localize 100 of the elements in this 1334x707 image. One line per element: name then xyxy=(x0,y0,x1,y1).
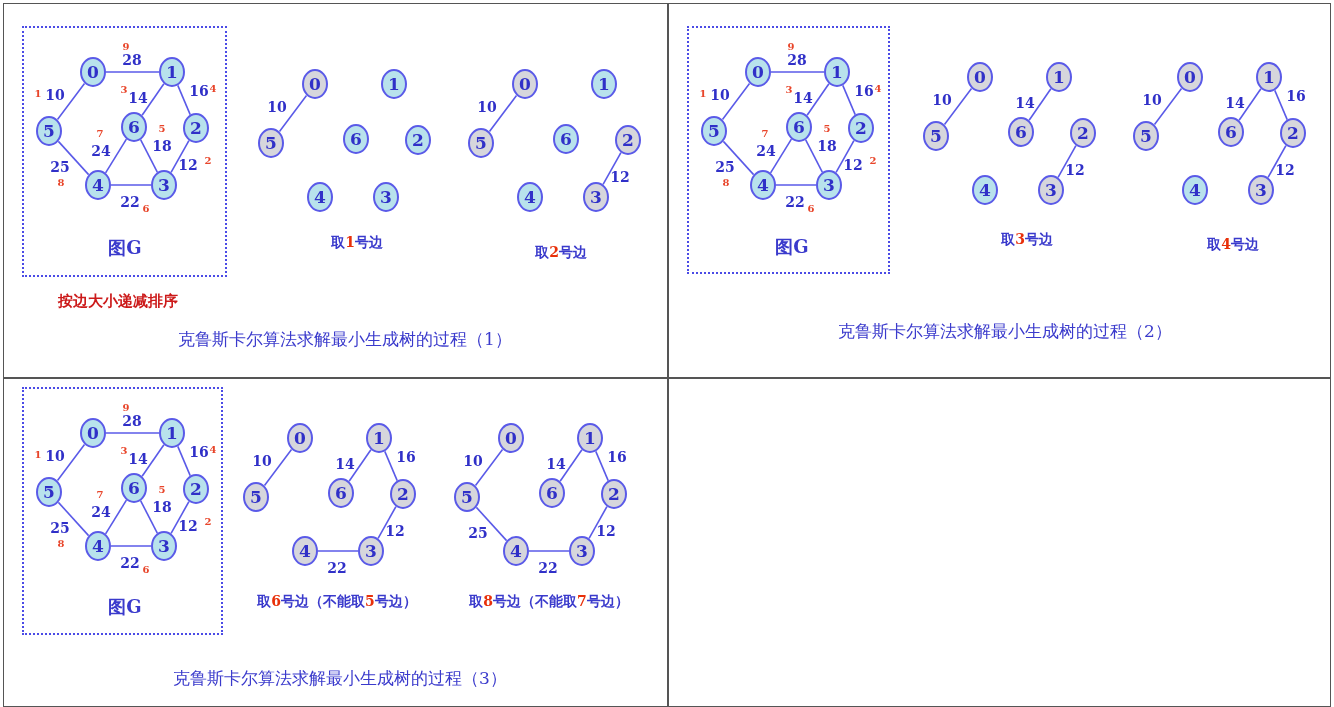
order-number: 5 xyxy=(823,124,831,134)
graph-frame xyxy=(22,26,227,277)
edge-weight: 16 xyxy=(854,84,874,98)
edge-line xyxy=(769,138,793,174)
order-number: 3 xyxy=(785,85,793,95)
order-number: 5 xyxy=(158,124,166,134)
vertex-circle: 6 xyxy=(1218,117,1244,147)
edge-weight: 10 xyxy=(710,88,730,102)
edge-weight: 25 xyxy=(50,160,70,174)
edge-line xyxy=(943,87,973,126)
vertex-circle: 4 xyxy=(307,182,333,212)
edge-weight: 14 xyxy=(128,91,148,105)
edge-weight: 18 xyxy=(152,500,172,514)
edge-weight: 22 xyxy=(120,195,140,209)
order-number: 7 xyxy=(761,129,769,139)
vertex-circle: 4 xyxy=(85,170,111,200)
order-number: 1 xyxy=(699,89,707,99)
vertex-circle: 4 xyxy=(85,531,111,561)
vertex-circle: 3 xyxy=(151,531,177,561)
edge-weight: 14 xyxy=(1015,96,1035,110)
vertex-circle: 2 xyxy=(615,125,641,155)
vertex-circle: 1 xyxy=(591,69,617,99)
edge-weight: 14 xyxy=(546,457,566,471)
vertex-circle: 6 xyxy=(786,112,812,142)
edge-weight: 22 xyxy=(538,561,558,575)
edge-line xyxy=(488,94,518,133)
order-number: 9 xyxy=(787,42,795,52)
edge-weight: 28 xyxy=(122,53,142,67)
vertex-circle: 4 xyxy=(292,536,318,566)
step-caption: 取3号边 xyxy=(1001,231,1053,249)
vertex-circle: 1 xyxy=(824,57,850,87)
vertex-circle: 5 xyxy=(258,128,284,158)
vertex-circle: 1 xyxy=(1046,62,1072,92)
step-caption: 取2号边 xyxy=(535,244,587,262)
edge-line xyxy=(105,432,160,434)
vertex-circle: 1 xyxy=(1256,62,1282,92)
edge-line xyxy=(56,443,86,482)
vertex-circle: 0 xyxy=(967,62,993,92)
vertex-circle: 2 xyxy=(183,113,209,143)
vertex-circle: 3 xyxy=(373,182,399,212)
edge-line xyxy=(170,500,190,535)
vertex-circle: 4 xyxy=(972,175,998,205)
edge-weight: 25 xyxy=(50,521,70,535)
order-number: 2 xyxy=(204,517,212,527)
edge-line xyxy=(139,139,159,173)
order-number: 1 xyxy=(34,89,42,99)
edge-line xyxy=(842,84,856,116)
edge-line xyxy=(104,138,128,174)
edge-weight: 18 xyxy=(817,139,837,153)
edge-weight: 28 xyxy=(787,53,807,67)
vertex-circle: 2 xyxy=(1070,118,1096,148)
vertex-circle: 5 xyxy=(36,116,62,146)
edge-line xyxy=(804,139,824,173)
order-number: 6 xyxy=(142,204,150,214)
edge-weight: 14 xyxy=(793,91,813,105)
edge-line xyxy=(57,501,90,537)
edge-line xyxy=(104,499,128,535)
order-number: 7 xyxy=(96,129,104,139)
edge-weight: 22 xyxy=(120,556,140,570)
order-number: 9 xyxy=(122,403,130,413)
edge-line xyxy=(595,450,609,482)
edge-weight: 12 xyxy=(843,158,863,172)
order-number: 8 xyxy=(57,539,65,549)
edge-line xyxy=(348,448,372,483)
edge-weight: 25 xyxy=(715,160,735,174)
vertex-circle: 5 xyxy=(454,482,480,512)
panel-cell xyxy=(668,3,1331,378)
step-caption: 取4号边 xyxy=(1207,236,1259,254)
edge-line xyxy=(835,139,855,174)
order-number: 3 xyxy=(120,85,128,95)
edge-line xyxy=(139,500,159,534)
edge-line xyxy=(56,82,86,121)
edge-line xyxy=(263,448,293,487)
vertex-circle: 5 xyxy=(468,128,494,158)
edge-weight: 14 xyxy=(335,457,355,471)
vertex-circle: 6 xyxy=(539,478,565,508)
graph-title: 图G xyxy=(108,236,142,260)
note-text: 按边大小递减排序 xyxy=(58,291,178,311)
vertex-circle: 6 xyxy=(328,478,354,508)
edge-weight: 12 xyxy=(596,524,616,538)
edge-weight: 12 xyxy=(1065,163,1085,177)
panel-caption: 克鲁斯卡尔算法求解最小生成树的过程（2） xyxy=(838,319,1172,343)
vertex-circle: 4 xyxy=(517,182,543,212)
edge-weight: 16 xyxy=(189,445,209,459)
edge-line xyxy=(721,82,751,121)
edge-line xyxy=(377,505,397,540)
step-caption: 取1号边 xyxy=(331,234,383,252)
vertex-circle: 0 xyxy=(302,69,328,99)
order-number: 8 xyxy=(722,178,730,188)
edge-line xyxy=(528,550,570,552)
graph-title: 图G xyxy=(775,235,809,259)
order-number: 4 xyxy=(209,84,217,94)
vertex-circle: 0 xyxy=(80,418,106,448)
order-number: 4 xyxy=(874,84,882,94)
edge-line xyxy=(775,184,817,186)
vertex-circle: 0 xyxy=(498,423,524,453)
edge-line xyxy=(722,140,755,176)
vertex-circle: 5 xyxy=(701,116,727,146)
vertex-circle: 6 xyxy=(553,124,579,154)
edge-weight: 16 xyxy=(396,450,416,464)
